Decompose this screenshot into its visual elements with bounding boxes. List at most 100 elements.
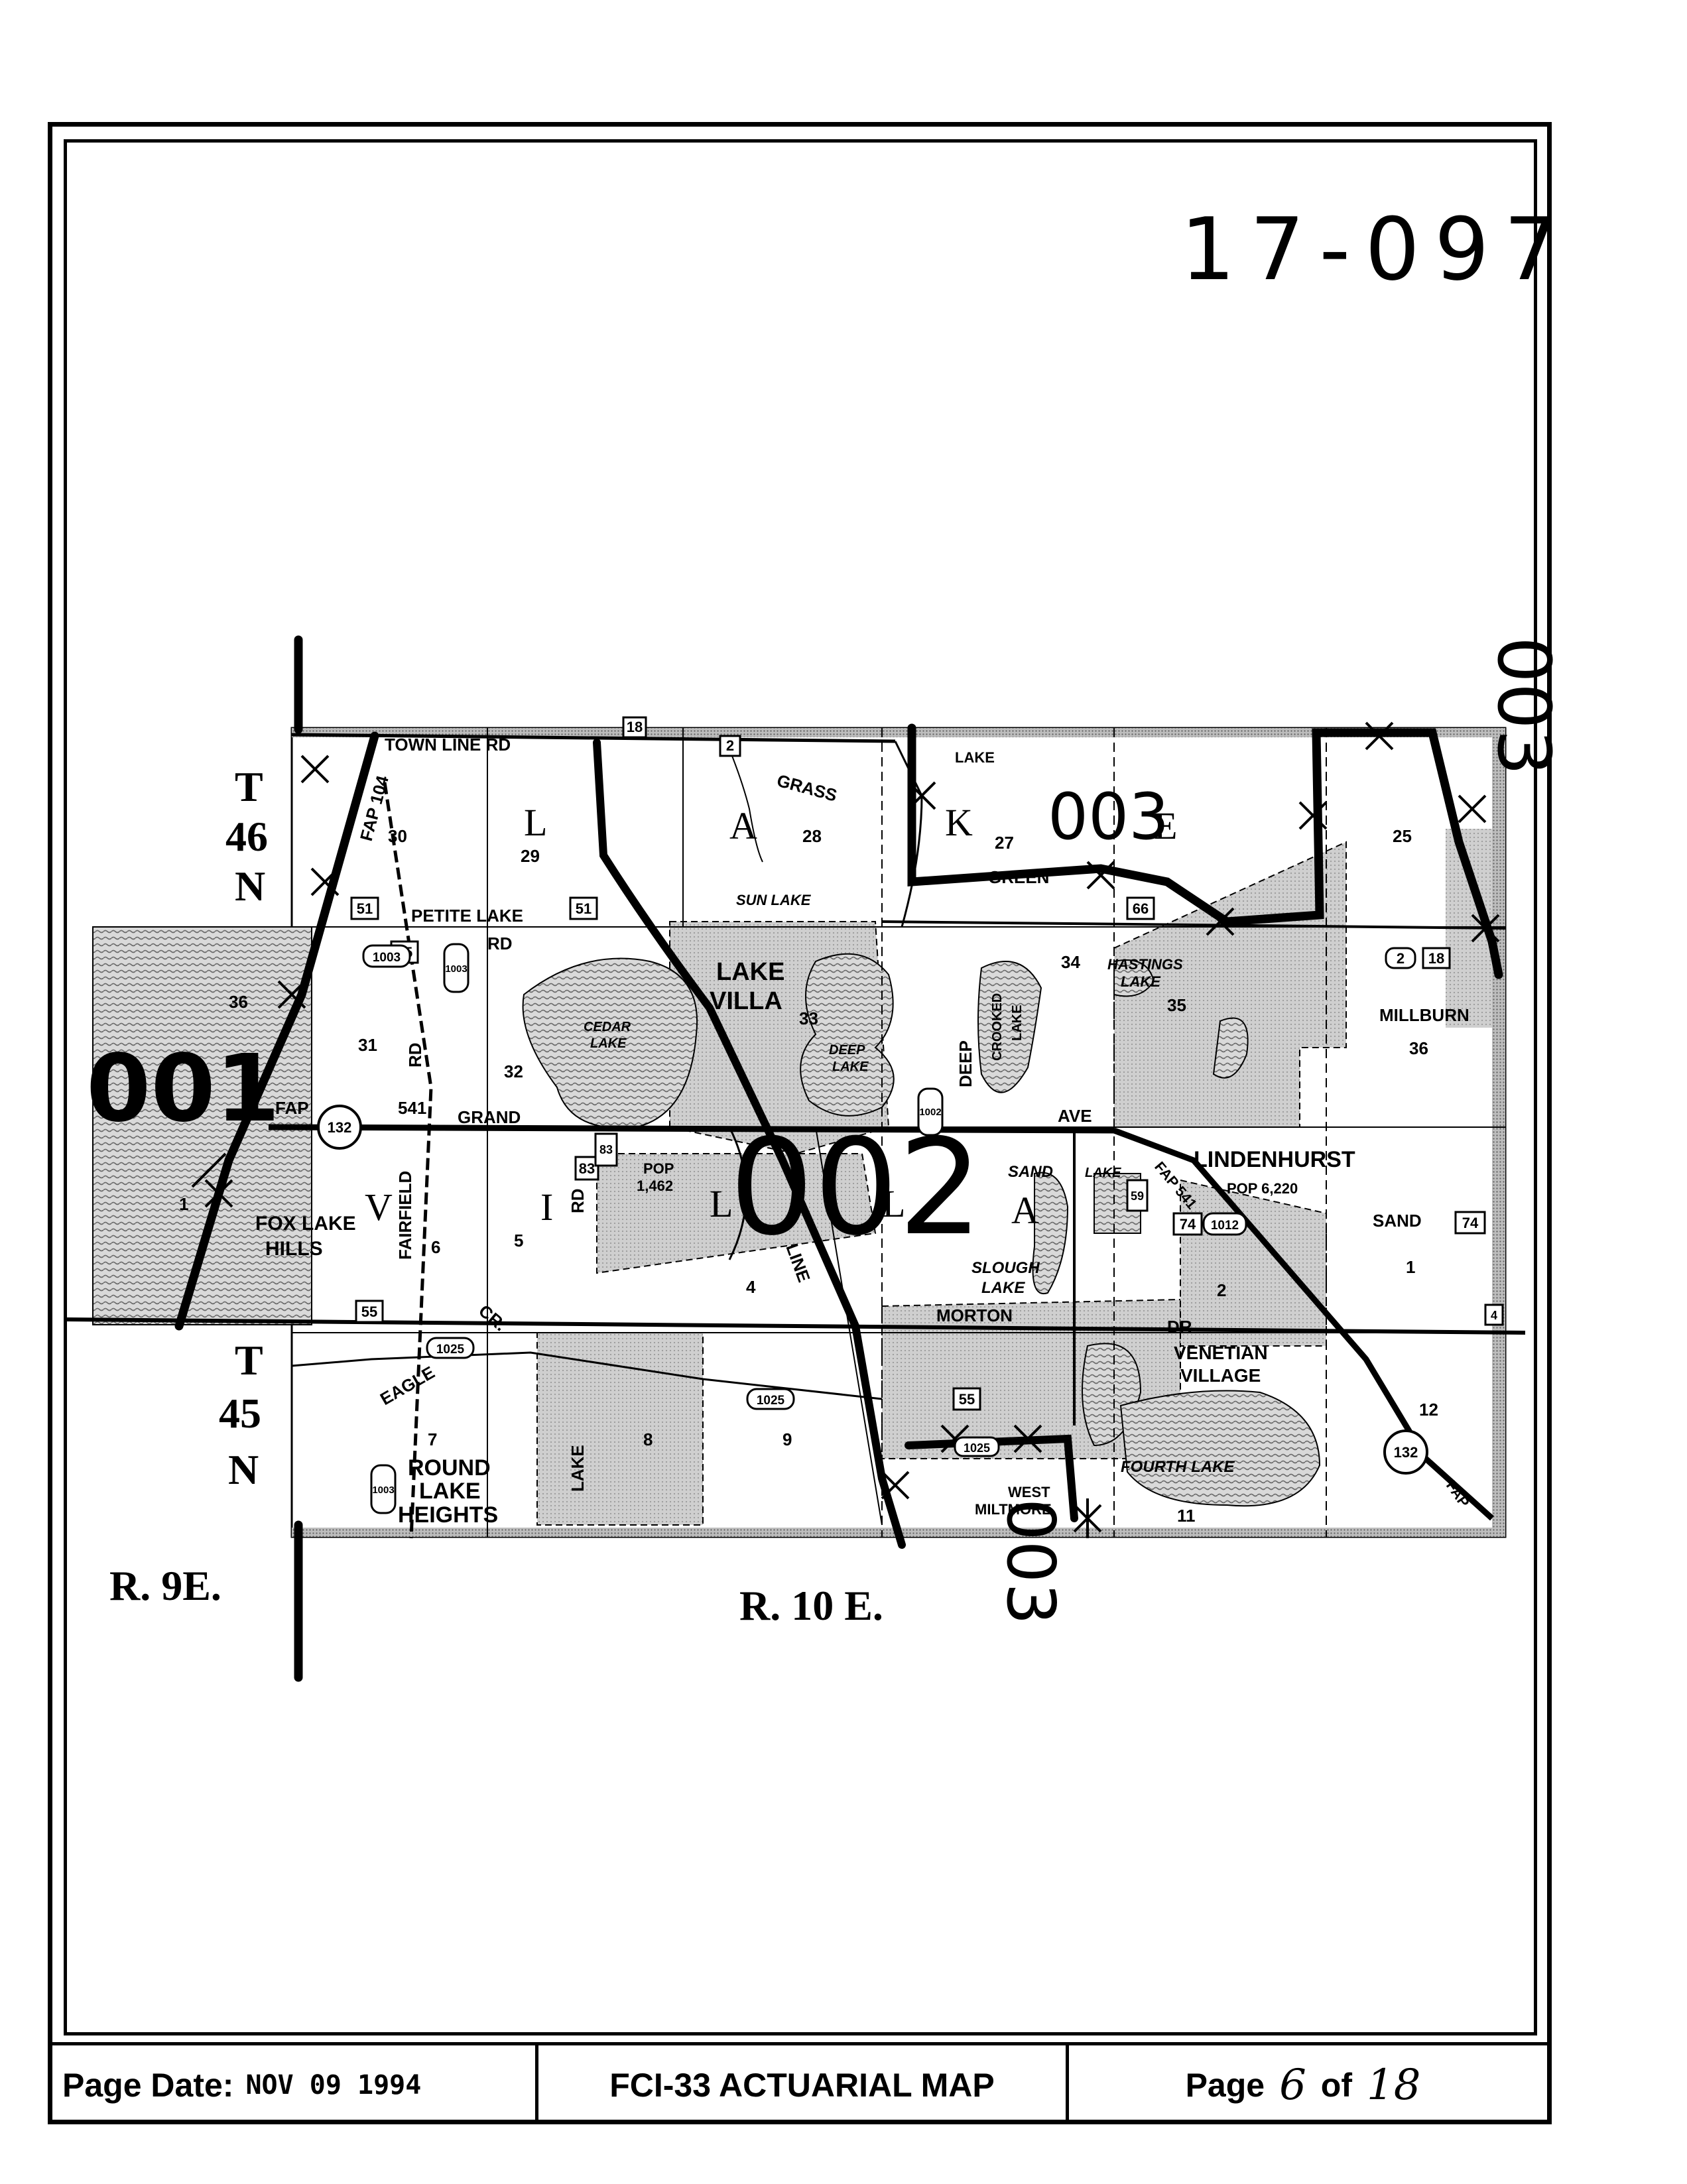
r1003-label-c: 1003: [372, 1485, 394, 1496]
place-labels: LAKE VILLA POP 1,462 LINDENHURST POP 6,2…: [255, 892, 1469, 1528]
svg-text:33: 33: [799, 1008, 818, 1028]
r74-label-b: 74: [1462, 1215, 1479, 1231]
county-letter-5: V: [365, 1185, 393, 1229]
lake-deep-1: DEEP: [829, 1043, 865, 1058]
road-rd-c: RD: [568, 1188, 588, 1213]
zone-label-003-right: 003: [1481, 637, 1566, 776]
road-lake-small: LAKE: [955, 749, 995, 766]
lake-cedar-1: CEDAR: [584, 1020, 631, 1034]
svg-text:34: 34: [1061, 952, 1080, 972]
county-letter-4: E: [1154, 804, 1177, 847]
svg-text:1: 1: [1406, 1257, 1415, 1277]
svg-text:27: 27: [995, 833, 1014, 853]
place-round-lake-heights-1: ROUND: [408, 1455, 491, 1481]
inner-frame: [64, 139, 1537, 2035]
road-fairfield: FAIRFIELD: [395, 1171, 415, 1260]
r55-label-b: 55: [959, 1391, 975, 1408]
map-title: FCI-33 ACTUARIAL MAP: [609, 2066, 995, 2104]
svg-text:5: 5: [514, 1231, 523, 1250]
place-lake-villa-2: VILLA: [710, 987, 782, 1015]
r18-label-b: 18: [1428, 950, 1444, 967]
r1025-label-b: 1025: [757, 1394, 785, 1408]
page-label: Page: [1185, 2066, 1265, 2104]
us-132-shield-a: [317, 1105, 362, 1150]
svg-text:36: 36: [1409, 1038, 1428, 1058]
page-date-label: Page Date:: [62, 2066, 234, 2104]
r51-label-b: 51: [576, 900, 592, 917]
road-ave: AVE: [1058, 1106, 1092, 1126]
svg-text:28: 28: [802, 826, 822, 846]
page-date-cell: Page Date: NOV 09 1994: [48, 2045, 538, 2124]
r1003-label-b: 1003: [445, 963, 467, 975]
county-letter-8: L: [882, 1182, 905, 1225]
range-east-label: R. 10 E.: [739, 1582, 883, 1629]
place-venetian-village-2: VILLAGE: [1180, 1365, 1261, 1386]
svg-text:12: 12: [1419, 1400, 1438, 1420]
svg-text:2: 2: [1217, 1280, 1226, 1300]
place-round-lake-heights-3: HEIGHTS: [398, 1502, 498, 1528]
lake-sand-1: SAND: [1008, 1163, 1053, 1181]
lake-fourth: FOURTH LAKE: [1121, 1458, 1235, 1476]
us-132-label-a: 132: [328, 1119, 352, 1136]
township-south-num: 45: [219, 1390, 261, 1437]
lake-slough-1: SLOUGH: [971, 1259, 1040, 1277]
page-date-value: NOV 09 1994: [245, 2069, 422, 2100]
r2-label-a: 2: [726, 737, 734, 754]
county-letter-9: A: [1011, 1189, 1039, 1232]
r83-label-b: 83: [599, 1143, 613, 1156]
page-of-label: of: [1320, 2066, 1352, 2104]
svg-text:11: 11: [1177, 1506, 1196, 1526]
svg-text:9: 9: [782, 1429, 792, 1449]
svg-text:7: 7: [428, 1429, 437, 1449]
place-lindenhurst-pop: POP 6,220: [1227, 1180, 1298, 1197]
place-fox-lake-hills-1: FOX LAKE: [255, 1213, 356, 1235]
svg-text:31: 31: [358, 1035, 377, 1055]
lake-crooked-1: CROOKED: [990, 993, 1005, 1061]
place-venetian-village-1: VENETIAN: [1174, 1343, 1268, 1363]
road-dr: DR: [1167, 1317, 1192, 1337]
lake-hastings-2: LAKE: [1121, 973, 1161, 990]
r83-label-a: 83: [579, 1160, 595, 1177]
place-lake-villa-pop-1: POP: [643, 1160, 674, 1177]
zone-label-003-bottom: 003: [992, 1498, 1070, 1625]
place-millburn: MILLBURN: [1379, 1005, 1469, 1025]
lake-cedar-2: LAKE: [590, 1036, 627, 1051]
r51-label-a: 51: [357, 900, 373, 917]
road-town-line: TOWN LINE RD: [385, 735, 511, 755]
place-lake-villa-pop-2: 1,462: [637, 1178, 673, 1194]
county-letter-1: L: [524, 801, 547, 844]
zone-label-003-top: 003: [1048, 780, 1169, 854]
county-letter-3: K: [945, 801, 973, 844]
place-west-miltmore-2: MILTMORE: [975, 1501, 1052, 1518]
zone-label-002: 002: [729, 1111, 983, 1265]
r4-label: 4: [1491, 1309, 1497, 1322]
r59-label: 59: [1131, 1189, 1144, 1203]
lake-slough-2: LAKE: [981, 1279, 1025, 1297]
lake-sun: SUN LAKE: [736, 892, 812, 908]
section-numbers: 30 29 28 27 25 36 31 32 33 34 35 36 1 6 …: [179, 826, 1438, 1526]
r74-label-a: 74: [1180, 1216, 1196, 1233]
svg-text:4: 4: [746, 1277, 756, 1297]
us-132-shield-b: [1383, 1429, 1428, 1475]
county-letters: L A K E V I L L A: [365, 801, 1177, 1232]
range-west-label: R. 9E.: [109, 1562, 221, 1609]
route-shields: 132 132 51 51 55 55 66 45 83 59 74 74 10…: [317, 716, 1504, 1514]
r18-label-a: 18: [627, 719, 643, 735]
zone-label-001: 001: [86, 1035, 280, 1143]
lake-hastings-1: HASTINGS: [1107, 956, 1183, 973]
page-number-cell: Page 6 of 18: [1069, 2045, 1552, 2124]
svg-text:35: 35: [1167, 995, 1186, 1015]
place-west-miltmore-1: WEST: [1008, 1484, 1050, 1500]
lake-deep-2: LAKE: [832, 1060, 869, 1074]
page-number: 6: [1279, 2060, 1306, 2110]
page-total: 18: [1367, 2060, 1421, 2110]
road-green: GREEN: [988, 867, 1049, 887]
township-north-num: 46: [225, 813, 268, 860]
county-letter-7: L: [710, 1182, 733, 1225]
svg-text:30: 30: [388, 826, 407, 846]
township-south-n: N: [228, 1446, 259, 1493]
township-south-t: T: [235, 1337, 263, 1384]
svg-text:36: 36: [229, 992, 248, 1012]
svg-text:25: 25: [1393, 826, 1412, 846]
